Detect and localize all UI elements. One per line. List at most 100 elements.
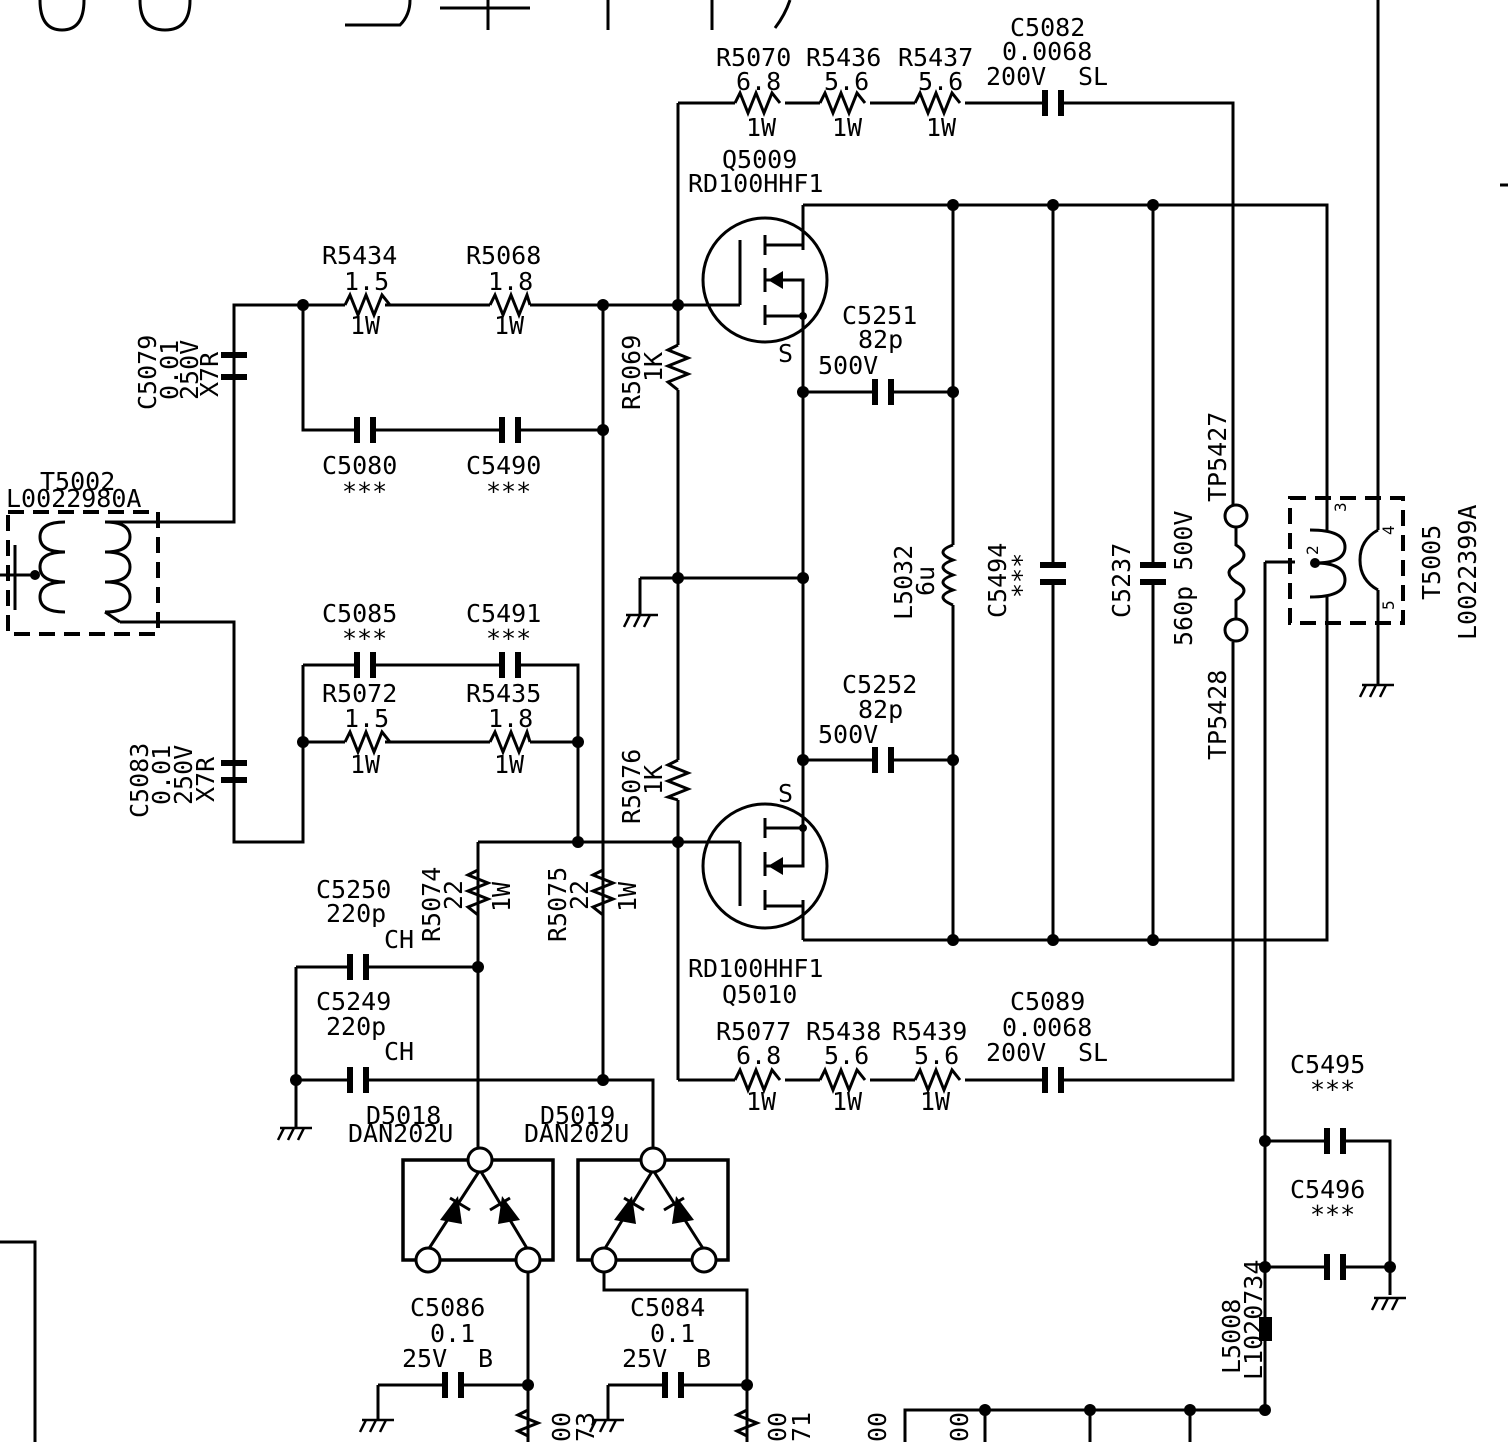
c5079-type: X7R [195, 351, 224, 397]
capacitor-plates [221, 90, 1346, 1398]
c5250-type: CH [384, 925, 414, 954]
edge-label-73: 73 [571, 1412, 600, 1442]
r5434-power: 1W [350, 311, 381, 340]
tp5427-ref: TP5427 [1203, 412, 1232, 502]
q5009-ref: Q5009 [722, 145, 797, 174]
c5251-ref: C5251 [842, 301, 917, 330]
r5075-value: 22 [565, 880, 594, 910]
r5436-ref: R5436 [806, 43, 881, 72]
tp-coil [1223, 503, 1249, 643]
resistor-zigzags [343, 88, 962, 1438]
c5082-value: 0.0068 [1002, 37, 1092, 66]
c5086-rating: 25V [402, 1344, 447, 1373]
t5005-ref: T5005 [1417, 525, 1446, 600]
t5005-pin-2: 2 [1303, 545, 1322, 555]
edge-label-71: 71 [787, 1412, 816, 1442]
c5496-ref: C5496 [1290, 1175, 1365, 1204]
r5072-power: 1W [350, 750, 381, 779]
c5252-ref: C5252 [842, 670, 917, 699]
c5252-rating: 500V [818, 720, 878, 749]
q5010-mosfet [701, 800, 829, 930]
c5084-ref: C5084 [630, 1293, 705, 1322]
c5494-ref: C5494 [983, 543, 1012, 618]
r5077-value: 6.8 [736, 1041, 781, 1070]
c5084-rating: 25V [622, 1344, 667, 1373]
t5005-transformer [1288, 496, 1405, 625]
r5439-value: 5.6 [914, 1041, 959, 1070]
c5495-value: *** [1310, 1075, 1355, 1104]
d5019-diode-package [576, 1146, 730, 1274]
c5251-rating: 500V [818, 351, 878, 380]
r5068-value: 1.8 [488, 267, 533, 296]
q5009-part: RD100HHF1 [688, 169, 823, 198]
l5008-part: L1020734 [1239, 1260, 1268, 1380]
q5010-part: RD100HHF1 [688, 954, 823, 983]
wiring [120, 101, 1392, 1442]
c5491-value: *** [486, 624, 531, 653]
r5069-ref: R5069 [617, 335, 646, 410]
d5018-diode-package [401, 1146, 555, 1274]
c5086-type: B [478, 1344, 493, 1373]
r5076-value: 1K [639, 765, 668, 795]
c5083-rating: 250V [169, 745, 198, 805]
r5437-ref: R5437 [898, 43, 973, 72]
r5077-ref: R5077 [716, 1017, 791, 1046]
c5250-ref: C5250 [316, 875, 391, 904]
r5070-value: 6.8 [736, 67, 781, 96]
c5249-value: 220p [326, 1012, 386, 1041]
r5069-value: 1K [639, 352, 668, 382]
r5438-power: 1W [832, 1087, 863, 1116]
c5089-ref: C5089 [1010, 987, 1085, 1016]
d5018-ref: D5018 [366, 1101, 441, 1130]
t5002-ref: T5002 [40, 467, 115, 496]
c5083-type: X7R [191, 756, 220, 802]
r5074-ref: R5074 [417, 867, 446, 942]
c5085-value: *** [342, 624, 387, 653]
t5005-part: L0022399A [1453, 505, 1482, 640]
r5438-ref: R5438 [806, 1017, 881, 1046]
c5490-value: *** [486, 477, 531, 506]
r5068-power: 1W [494, 311, 525, 340]
c5082-type: SL [1078, 62, 1108, 91]
q5009-mosfet [701, 216, 829, 344]
l5008-ferrite [1259, 1317, 1272, 1341]
c5086-ref: C5086 [410, 1293, 485, 1322]
c5491-ref: C5491 [466, 599, 541, 628]
c5494-value: *** [1007, 553, 1036, 598]
d5019-ref: D5019 [540, 1101, 615, 1130]
d5019-part: DAN202U [524, 1119, 629, 1148]
r5074-value: 22 [439, 880, 468, 910]
c5250-value: 220p [326, 899, 386, 928]
r5072-ref: R5072 [322, 679, 397, 708]
t5002-transformer [0, 510, 160, 636]
c5079-ref: C5079 [133, 335, 162, 410]
r5075-ref: R5075 [543, 867, 572, 942]
c5251-value: 82p [858, 325, 903, 354]
r5435-value: 1.8 [488, 704, 533, 733]
r5074-power: 1W [487, 881, 516, 912]
c5237-ref: C5237 [1107, 543, 1136, 618]
l5008-ref: L5008 [1217, 1299, 1246, 1374]
r5072-value: 1.5 [344, 704, 389, 733]
c5490-ref: C5490 [466, 451, 541, 480]
r5070-power: 1W [746, 113, 777, 142]
ground-symbols [276, 613, 1406, 1433]
c5495-ref: C5495 [1290, 1050, 1365, 1079]
c5249-type: CH [384, 1037, 414, 1066]
c5079-rating: 250V [175, 340, 204, 400]
c5083-value: 0.01 [147, 745, 176, 805]
r5436-value: 5.6 [824, 67, 869, 96]
r5435-ref: R5435 [466, 679, 541, 708]
r5438-value: 5.6 [824, 1041, 869, 1070]
r5070-ref: R5070 [716, 43, 791, 72]
r5076-ref: R5076 [617, 749, 646, 824]
q5009-source-pin: S [778, 339, 793, 368]
d5018-part: DAN202U [348, 1119, 453, 1148]
r5439-power: 1W [920, 1087, 951, 1116]
tp5428-ref: TP5428 [1203, 670, 1232, 760]
r5068-ref: R5068 [466, 241, 541, 270]
c5086-value: 0.1 [430, 1319, 475, 1348]
c5084-value: 0.1 [650, 1319, 695, 1348]
